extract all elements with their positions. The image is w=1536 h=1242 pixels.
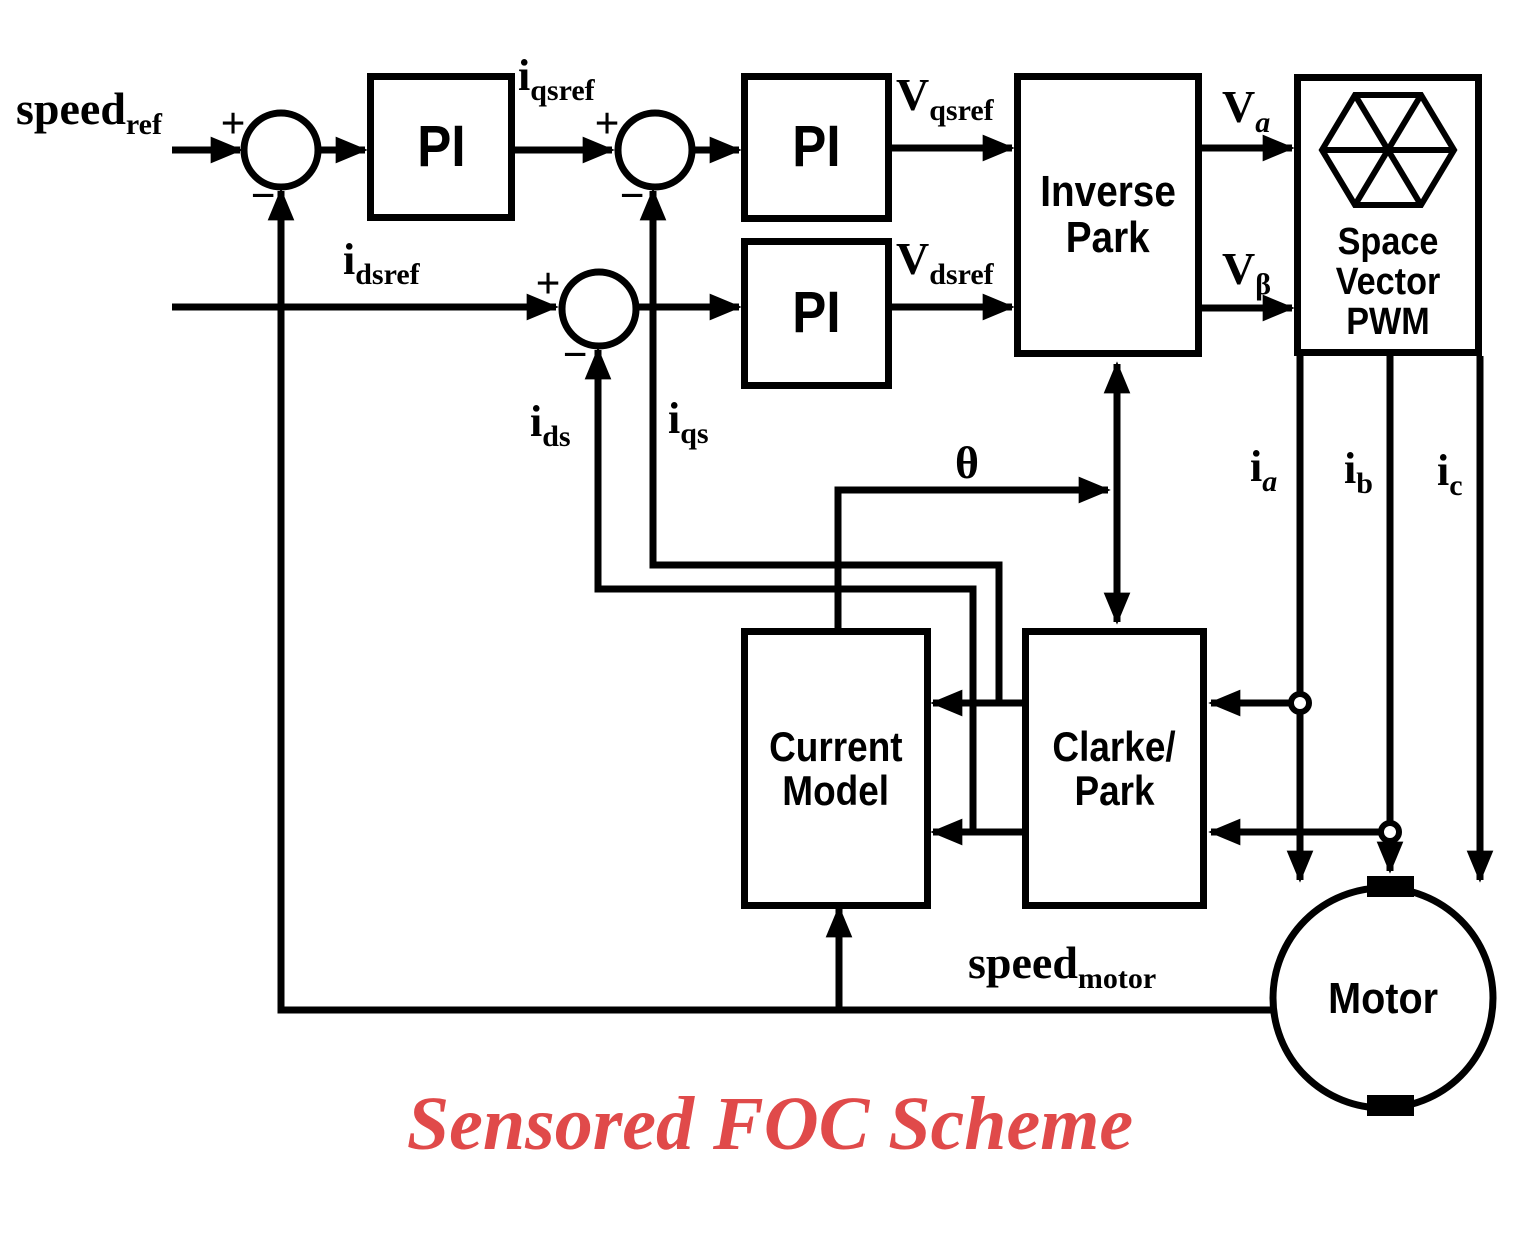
sum3-plus-sign: + [535, 259, 561, 308]
signal-speed-ref: speedref [16, 86, 162, 140]
speed-motor-sub: motor [1077, 962, 1157, 995]
svpwm-label-2: Vector [1335, 260, 1441, 303]
space-vector-pwm-block: Space Vector PWM [1294, 74, 1482, 356]
vbeta-sub: β [1255, 268, 1272, 301]
current-model-label-1: Current [769, 722, 903, 770]
pi-q-label: PI [792, 114, 841, 180]
signal-idsref: idsref [343, 238, 420, 290]
motor-label-text: Motor [1328, 974, 1438, 1023]
valpha-main: V [1222, 81, 1256, 132]
signal-speed-motor: speedmotor [968, 940, 1156, 994]
vdsref-main: V [896, 233, 930, 284]
svpwm-label-1: Space [1337, 221, 1439, 263]
signal-ib: ib [1344, 447, 1373, 499]
speed-ref-sub: ref [125, 108, 162, 141]
tap-node-ia [1288, 691, 1312, 715]
vqsref-sub: qsref [929, 94, 994, 127]
pi-speed-label: PI [416, 113, 466, 179]
diagram-title: Sensored FOC Scheme [406, 1082, 1134, 1166]
signal-theta: θ [955, 437, 980, 488]
clarke-park-label-1: Clarke/ [1052, 722, 1177, 770]
signal-vdsref: Vdsref [896, 236, 994, 290]
vbeta-main: V [1222, 243, 1256, 294]
motor-terminal-top [1367, 876, 1414, 897]
speed-motor-main: speed [968, 937, 1078, 988]
ids-main: i [530, 397, 543, 446]
pi-q-current-block: PI [741, 73, 892, 222]
sum1-minus-sign: − [250, 171, 276, 220]
vqsref-main: V [896, 69, 930, 120]
speed-ref-main: speed [16, 83, 126, 134]
sum2-minus-sign: − [619, 171, 645, 220]
pi-d-label: PI [792, 280, 841, 346]
signal-vbeta: Vβ [1222, 246, 1271, 300]
ib-main: i [1344, 444, 1357, 493]
sum2-plus-sign: + [594, 99, 620, 148]
pi-d-current-block: PI [741, 238, 892, 389]
ids-sub: ds [542, 420, 571, 453]
ia-sub: a [1262, 465, 1278, 498]
signal-iqs: iqs [668, 397, 709, 449]
signal-valpha: Va [1222, 84, 1270, 138]
idsref-main: i [343, 235, 356, 284]
iqs-sub: qs [680, 417, 709, 450]
ic-sub: c [1449, 469, 1463, 502]
pi-speed-block: PI [367, 73, 515, 221]
sum1-plus-sign: + [220, 99, 246, 148]
iqs-main: i [668, 394, 681, 443]
inverse-park-block: Inverse Park [1014, 73, 1202, 357]
tap-node-ib [1378, 820, 1402, 844]
clarke-park-block: Clarke/ Park [1022, 628, 1207, 909]
iqsref-main: i [518, 51, 531, 100]
idsref-sub: dsref [355, 258, 420, 291]
motor-terminal-bottom [1367, 1095, 1414, 1116]
signal-ic: ic [1437, 449, 1463, 501]
space-vector-pwm-label: Space Vector PWM [1301, 221, 1475, 343]
current-model-block: Current Model [741, 628, 931, 909]
tap-nodes [1288, 691, 1402, 844]
clarke-park-label-2: Park [1074, 766, 1155, 814]
ia-main: i [1250, 442, 1263, 491]
iqsref-sub: qsref [530, 74, 595, 107]
ic-main: i [1437, 446, 1450, 495]
motor-label: Motor [1283, 974, 1483, 1024]
signal-vqsref: Vqsref [896, 72, 994, 126]
current-model-label-2: Model [782, 766, 890, 814]
signal-ids: ids [530, 400, 571, 452]
signal-iqsref: iqsref [518, 54, 595, 106]
vdsref-sub: dsref [929, 258, 994, 291]
wire-theta [834, 476, 1111, 630]
svpwm-label-3: PWM [1346, 300, 1430, 343]
inverse-park-label-2: Park [1066, 213, 1150, 262]
signal-ia: ia [1250, 445, 1277, 497]
ib-sub: b [1356, 467, 1373, 500]
sum3-minus-sign: − [562, 330, 588, 379]
valpha-sub: a [1255, 106, 1271, 139]
inverse-park-label-1: Inverse [1040, 167, 1176, 217]
